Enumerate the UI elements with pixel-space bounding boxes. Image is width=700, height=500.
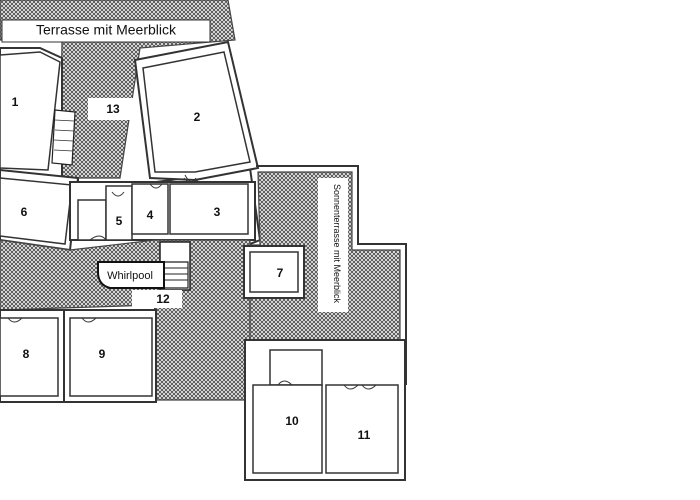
whirlpool-step-lines (164, 267, 188, 281)
room-10 (252, 384, 323, 474)
whirlpool-steps (163, 261, 189, 289)
room-12-box (132, 290, 182, 308)
room-9-label: 9 (99, 347, 106, 361)
room-7 (249, 251, 299, 293)
sun-terrace-wall (256, 165, 407, 385)
room-4-door (149, 183, 163, 189)
room-10-label: 10 (285, 414, 299, 428)
room-3 (169, 183, 249, 235)
room-5-door (111, 191, 125, 197)
sun-terrace-label-box (318, 178, 348, 312)
room-7-label: 7 (277, 266, 284, 280)
room-11 (325, 384, 399, 474)
room-4-label: 4 (147, 208, 154, 222)
room-12-label: 12 (156, 292, 170, 306)
room-8 (0, 317, 59, 397)
sun-terrace-label: Sonnenterrasse mit Meerblick (332, 184, 342, 304)
room-13-label: 13 (106, 102, 120, 116)
room-11-door-2 (361, 384, 377, 390)
room-9 (69, 317, 153, 397)
room-3-door (183, 177, 197, 183)
room-9-door (81, 317, 97, 323)
room-10-entry (269, 349, 323, 386)
room-5 (105, 185, 133, 241)
room-1-label: 1 (12, 95, 19, 109)
room-11-door (343, 384, 359, 390)
room-2-label: 2 (194, 110, 201, 124)
room-8-label: 8 (23, 347, 30, 361)
room-6 (0, 177, 73, 245)
room-2 (142, 51, 251, 173)
stair-1-steps (53, 119, 75, 152)
room-5-label: 5 (116, 214, 123, 228)
room-11-label: 11 (358, 428, 371, 442)
room-6-label: 6 (21, 205, 28, 219)
whirlpool (97, 261, 165, 289)
room-8-door (7, 317, 23, 323)
room-3-label: 3 (214, 205, 221, 219)
stair-1 (51, 109, 76, 166)
room-1 (0, 51, 61, 171)
room-closet (77, 199, 107, 241)
whirlpool-label: Whirlpool (107, 270, 153, 282)
room-13-box (88, 98, 138, 120)
terrace-title: Terrasse mit Meerblick (36, 22, 177, 38)
room-10-entry-door (277, 380, 293, 386)
closet-door (89, 235, 107, 241)
terrace-title-box (1, 19, 211, 43)
